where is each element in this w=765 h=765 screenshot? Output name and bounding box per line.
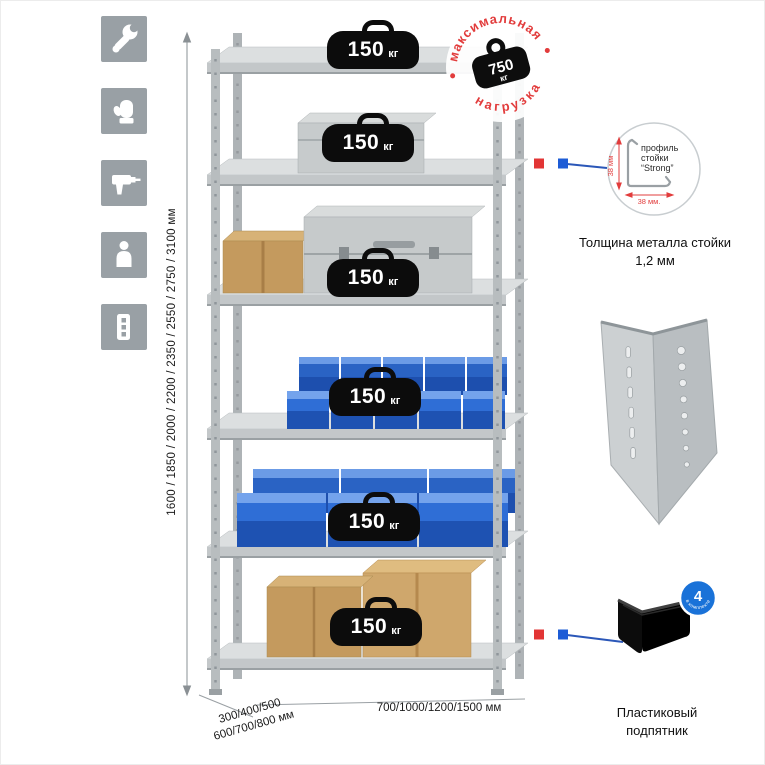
stamp-weight-body	[472, 46, 531, 89]
stamp-load-unit: кг	[499, 72, 510, 84]
bottom-connector	[534, 629, 624, 643]
load-value: 150	[342, 131, 380, 154]
height-dimension-label: 1600 / 1850 / 2000 / 2200 / 2350 / 2550 …	[166, 208, 178, 516]
front-posts	[209, 49, 504, 695]
post-holes	[676, 346, 690, 468]
wrench-icon	[101, 16, 147, 62]
bottom-dimension-lines	[198, 694, 526, 718]
person-icon	[101, 232, 147, 278]
load-unit: кг	[388, 275, 399, 288]
load-value: 150	[350, 615, 388, 638]
load-unit: кг	[389, 519, 400, 532]
load-unit: кг	[383, 140, 394, 153]
profile-dim-horizontal: 38 мм.	[638, 197, 661, 206]
drill-icon	[101, 160, 147, 206]
profile-label-line3: “Strong”	[641, 163, 674, 173]
post-slots	[625, 346, 636, 459]
top-connector	[534, 158, 608, 169]
gloves-icon	[101, 88, 147, 134]
load-unit: кг	[391, 624, 402, 637]
profile-label-line2: стойки	[641, 153, 669, 163]
max-load-stamp: максимальная нагрузка 750 кг	[436, 1, 556, 122]
load-unit: кг	[388, 47, 399, 60]
load-value: 150	[347, 266, 385, 289]
load-value: 150	[347, 38, 385, 61]
profile-dim-vertical: 38 мм	[606, 156, 615, 177]
metal-thickness-caption: Толщина металла стойки 1,2 мм	[579, 235, 731, 268]
plastic-foot-caption: Пластиковый подпятник	[616, 705, 698, 738]
post-corner-graphic	[600, 318, 718, 526]
cardboard-box	[222, 230, 315, 294]
profile-dimension-arrows	[616, 136, 675, 198]
load-unit: кг	[390, 394, 401, 407]
kit-count-badge: 4 в комплекте	[678, 578, 718, 618]
load-value: 150	[349, 385, 387, 408]
profile-section-drawing	[626, 138, 672, 188]
badge-value: 4	[694, 588, 703, 605]
plastic-foot-graphic	[617, 598, 691, 654]
rear-posts	[233, 33, 524, 679]
width-dimension-label: 700/1000/1200/1500 мм	[376, 702, 502, 714]
profile-label-line1: профиль	[641, 143, 679, 153]
load-value: 150	[348, 510, 386, 533]
height-dimension-line	[182, 31, 192, 697]
feature-icon-column	[101, 16, 147, 350]
stamp-load-value: 750	[487, 56, 516, 79]
rack-post-icon	[101, 304, 147, 350]
profile-callout-graphic: 38 мм 38 мм. профиль стойки “Strong”	[606, 122, 701, 216]
